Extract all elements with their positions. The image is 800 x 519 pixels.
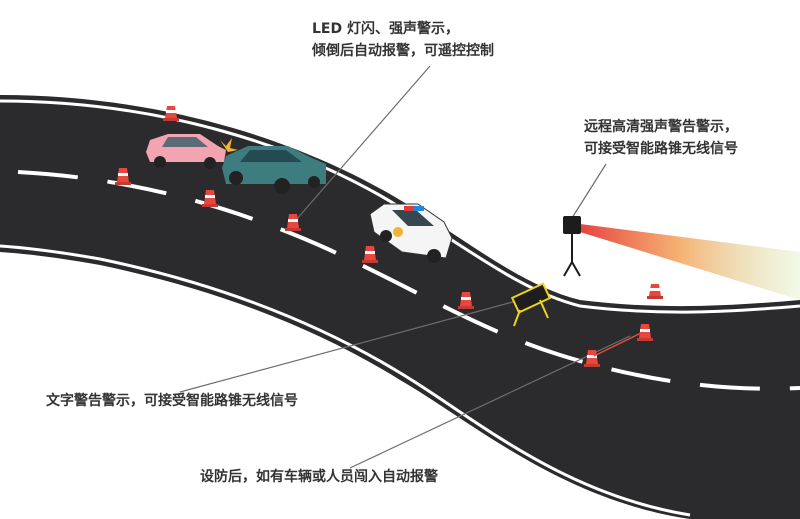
traffic-cone — [202, 190, 218, 207]
radar-annotation: 远程高清强声警告警示， 可接受智能路锥无线信号 — [584, 116, 738, 160]
intrusion-annotation: 设防后，如有车辆或人员闯入自动报警 — [200, 469, 438, 485]
road-edge-top — [0, 99, 800, 314]
road-edge-bottom — [0, 244, 691, 517]
radar-tower — [563, 216, 581, 277]
traffic-cone — [637, 324, 653, 341]
traffic-cone — [285, 214, 301, 231]
traffic-cone — [115, 168, 131, 185]
pointer-lines — [179, 65, 631, 469]
traffic-cone — [362, 246, 378, 263]
traffic-cones — [115, 106, 663, 367]
traffic-cone — [647, 284, 663, 299]
radar-beam — [580, 224, 800, 300]
pink-car — [146, 134, 226, 169]
warning-sign — [510, 282, 552, 327]
crash-spark-icon — [220, 138, 238, 152]
text-sign-annotation: 文字警告警示，可接受智能路锥无线信号 — [46, 393, 298, 409]
traffic-cone — [584, 350, 600, 367]
radar-annotation-line1: 远程高清强声警告警示， — [584, 119, 738, 135]
road-centre-line — [17, 170, 800, 391]
traffic-cone — [163, 106, 179, 121]
traffic-cone — [458, 292, 474, 309]
led-cone-annotation-line2: 倾倒后自动报警，可遥控控制 — [312, 43, 494, 59]
radar-annotation-line2: 可接受智能路锥无线信号 — [584, 141, 738, 157]
teal-car — [222, 146, 326, 194]
intrusion-barrier-line — [593, 331, 644, 357]
led-cone-annotation: LED 灯闪、强声警示， 倾倒后自动报警，可遥控控制 — [312, 18, 494, 62]
led-cone-annotation-line1: LED 灯闪、强声警示， — [312, 21, 459, 37]
police-car — [369, 203, 453, 263]
